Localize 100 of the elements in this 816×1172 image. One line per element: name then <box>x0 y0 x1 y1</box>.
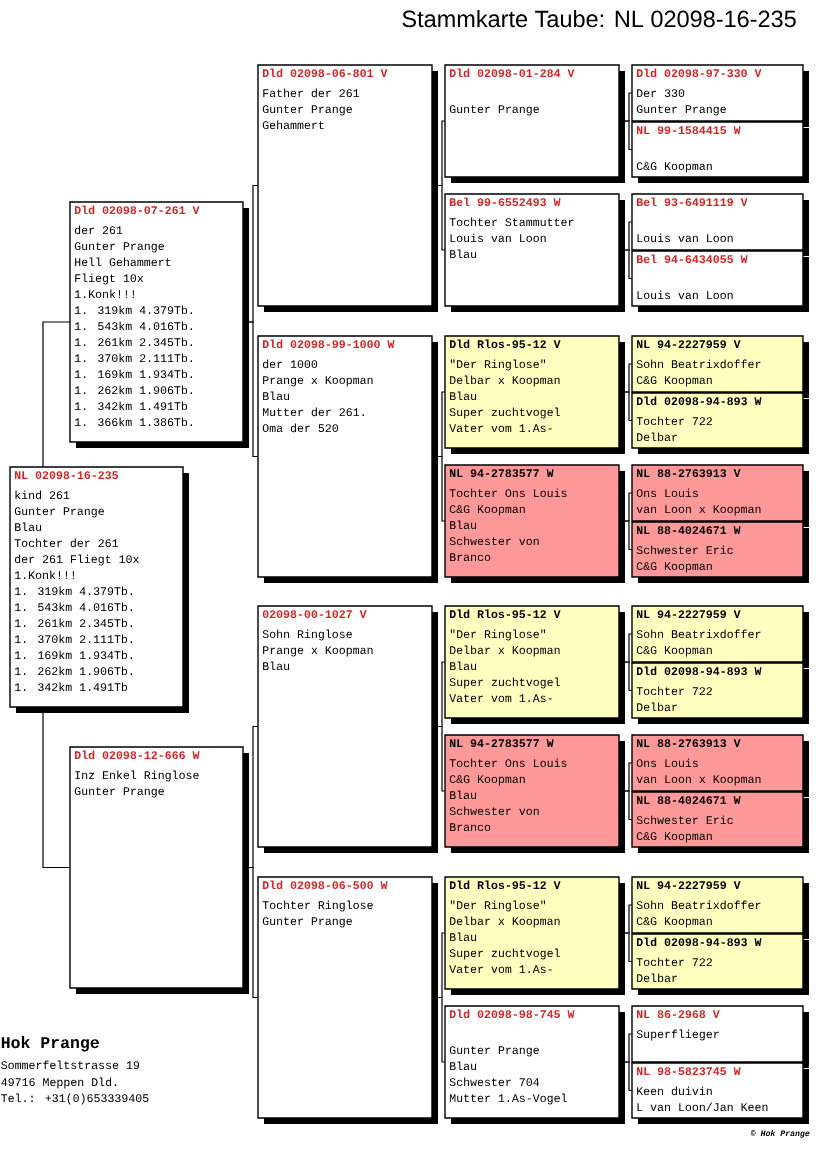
card-note: Ons Louis <box>636 758 698 768</box>
ring-number: Dld 02098-12-666 W <box>74 750 200 760</box>
card-note: Gehammert <box>262 120 324 130</box>
ring-number: NL 94-2227959 V <box>636 340 741 349</box>
connector-line <box>42 712 71 869</box>
card-note: Father der 261 <box>263 88 360 98</box>
ring-number: NL 88-4024671 W <box>636 526 741 535</box>
pedigree-card <box>631 392 809 454</box>
pedigree-card <box>631 734 809 797</box>
card-note: Vater vom 1.As- <box>449 965 552 974</box>
card-note: 1. 261km 2.345Tb. <box>75 337 192 347</box>
card-note: Delbar x Koopman <box>450 375 560 387</box>
card-note: Schwester Eric <box>636 545 733 555</box>
card-note: Gunter Prange <box>449 105 539 116</box>
card-note: 1. 169km 1.934Tb. <box>75 369 192 379</box>
pedigree-card <box>631 876 809 939</box>
ring-number: NL 99-1584415 W <box>636 126 741 135</box>
card-note: 1. 543km 4.016Tb. <box>15 602 132 612</box>
card-note: Schwester 704 <box>449 1077 540 1087</box>
connector-line <box>624 1061 633 1092</box>
card-note: Gunter Prange <box>74 242 164 253</box>
connector-line <box>248 321 259 458</box>
address-line: 49716 Meppen Dld. <box>1 1077 117 1089</box>
card-note: Blau <box>450 661 477 671</box>
card-note: Mutter der 261. <box>262 407 364 417</box>
card-note: Schwester Eric <box>636 815 733 825</box>
card-note: Delbar <box>637 973 677 983</box>
pedigree-card <box>631 1005 809 1068</box>
card-note: Branco <box>450 823 491 832</box>
card-note: 1. 262km 1.906Tb. <box>75 385 192 395</box>
connector-line <box>624 249 633 280</box>
pedigree-card <box>444 464 625 583</box>
card-note: Superflieger <box>636 1029 719 1041</box>
ring-number: Dld 02098-98-745 W <box>449 1009 575 1019</box>
pedigree-card <box>631 250 809 312</box>
card-note: Gunter Prange <box>262 917 352 928</box>
card-note: "Der Ringlose" <box>450 900 546 912</box>
connector-line <box>624 520 633 551</box>
pedigree-card <box>631 464 809 527</box>
pedigree-card <box>257 876 438 1124</box>
ring-number: Dld 02098-06-500 W <box>262 880 388 890</box>
connector-line <box>624 790 633 821</box>
connector-line <box>437 725 446 792</box>
card-note: C&G Koopman <box>636 832 712 843</box>
card-note: Tochter 722 <box>636 686 712 696</box>
card-note: Ons Louis <box>636 488 698 498</box>
card-note: "Der Ringlose" <box>450 629 546 641</box>
card-note: Blau <box>263 391 290 401</box>
ring-number: Dld 02098-06-801 V <box>262 68 388 78</box>
card-note: Prange x Koopman <box>263 646 373 657</box>
card-note: Blau <box>450 1061 477 1071</box>
ring-number: Bel 93-6491119 V <box>637 197 748 207</box>
card-note: Prange x Koopman <box>263 376 373 387</box>
card-note: Tochter 722 <box>636 416 712 426</box>
card-note: Tochter Ons Louis <box>449 758 567 768</box>
card-note: Keen duivin <box>637 1086 712 1096</box>
card-note: Mutter 1.As-Vogel <box>449 1093 567 1105</box>
ring-number: Dld 02098-94-893 W <box>636 396 762 406</box>
card-note: C&G Koopman <box>636 917 712 928</box>
pedigree-card <box>631 662 809 724</box>
connector-line <box>42 321 71 468</box>
ring-number: Dld 02098-99-1000 W <box>262 339 395 349</box>
page-title: Stammkarte Taube: NL 02098-16-235 <box>402 10 796 28</box>
card-note: C&G Koopman <box>636 162 712 173</box>
card-note: Oma der 520 <box>262 423 339 433</box>
card-note: Branco <box>450 553 491 562</box>
pedigree-card <box>631 64 809 127</box>
card-note: 1.Konk!!! <box>15 570 74 580</box>
card-note: C&G Koopman <box>636 376 712 387</box>
ring-number: Dld 02098-97-330 V <box>636 68 762 78</box>
ring-number: NL 94-2227959 V <box>636 881 741 890</box>
card-note: Sohn Beatrixdoffer <box>636 900 761 910</box>
pedigree-card <box>631 791 809 853</box>
card-note: C&G Koopman <box>636 562 712 573</box>
pedigree-card <box>69 201 249 448</box>
card-note: Hell Gehammert <box>75 257 171 267</box>
card-note: 1. 261km 2.345Tb. <box>15 618 132 628</box>
card-note: 1. 319km 4.379Tb. <box>75 305 192 315</box>
ring-number: Dld 02098-01-284 V <box>449 68 575 78</box>
ring-number: NL 88-4024671 W <box>636 796 741 805</box>
ring-number: Dld 02098-94-893 W <box>636 937 762 947</box>
card-note: 1. 366km 1.386Tb. <box>75 417 192 427</box>
card-note: Super zuchtvogel <box>449 407 560 419</box>
card-note: Gunter Prange <box>14 507 104 518</box>
card-note: Sohn Beatrixdoffer <box>636 359 761 369</box>
card-note: Blau <box>450 249 477 259</box>
card-note: Delbar <box>637 432 677 442</box>
card-note: 1.Konk!!! <box>75 289 134 299</box>
connector-line <box>624 661 633 692</box>
card-note: Schwester von <box>449 806 539 816</box>
card-note: Fliegt 10x <box>75 273 144 285</box>
ring-number: Dld 02098-94-893 W <box>636 666 762 676</box>
pedigree-card <box>631 193 809 256</box>
card-note: 1. 370km 2.111Tb. <box>15 634 132 644</box>
ring-number: NL 94-2227959 V <box>636 610 741 619</box>
ring-number: Bel 94-6434055 W <box>637 254 748 264</box>
card-note: Gunter Prange <box>449 1046 539 1057</box>
connector-line <box>437 455 446 522</box>
card-note: C&G Koopman <box>636 646 712 657</box>
card-note: 1. 319km 4.379Tb. <box>15 586 132 596</box>
